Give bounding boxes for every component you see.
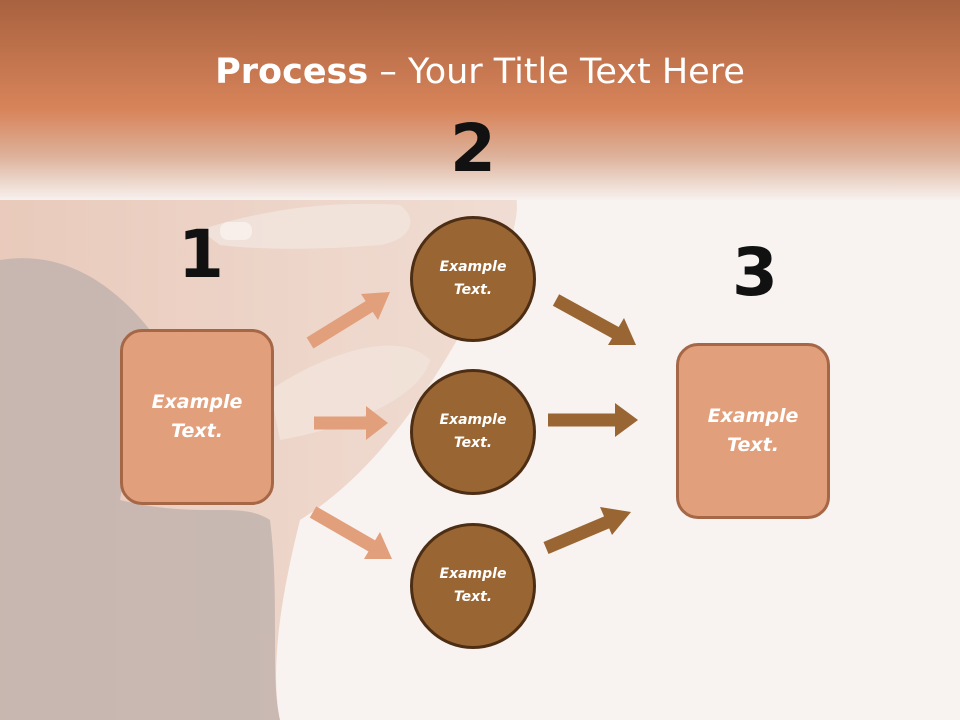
circle-middle-text-line1: Example bbox=[439, 412, 507, 428]
arrow-1-to-middle bbox=[314, 406, 388, 440]
step-3-text-line2: Text. bbox=[727, 434, 779, 456]
step-2-circle-top: Example Text. bbox=[410, 216, 536, 342]
step-2-circle-middle: Example Text. bbox=[410, 369, 536, 495]
title-rest: – Your Title Text Here bbox=[368, 52, 745, 92]
circle-top-text-line1: Example bbox=[439, 259, 507, 275]
step-1-text-line1: Example bbox=[151, 391, 243, 413]
arrow-top-to-3 bbox=[552, 294, 636, 345]
circle-bottom-text-line2: Text. bbox=[453, 589, 493, 605]
step-3-text-line1: Example bbox=[707, 405, 799, 427]
title-bold: Process bbox=[215, 52, 369, 92]
step-3-text: Example Text. bbox=[708, 402, 799, 460]
step-2-number: 2 bbox=[450, 110, 496, 187]
arrow-middle-to-3 bbox=[548, 403, 638, 437]
step-3-box: Example Text. bbox=[676, 343, 830, 519]
arrow-1-to-top bbox=[306, 292, 390, 349]
circle-bottom-text-line1: Example bbox=[439, 566, 507, 582]
step-1-box: Example Text. bbox=[120, 329, 274, 505]
step-1-text: Example Text. bbox=[152, 388, 243, 446]
step-3-number: 3 bbox=[732, 234, 778, 311]
page-title: Process – Your Title Text Here bbox=[0, 52, 960, 92]
circle-top-text-line2: Text. bbox=[453, 282, 493, 298]
arrow-bottom-to-3 bbox=[543, 507, 631, 554]
arrow-1-to-bottom bbox=[309, 506, 392, 559]
step-1-number: 1 bbox=[178, 216, 224, 293]
circle-middle-text-line2: Text. bbox=[453, 435, 493, 451]
step-2-circle-bottom: Example Text. bbox=[410, 523, 536, 649]
step-1-text-line2: Text. bbox=[171, 420, 223, 442]
